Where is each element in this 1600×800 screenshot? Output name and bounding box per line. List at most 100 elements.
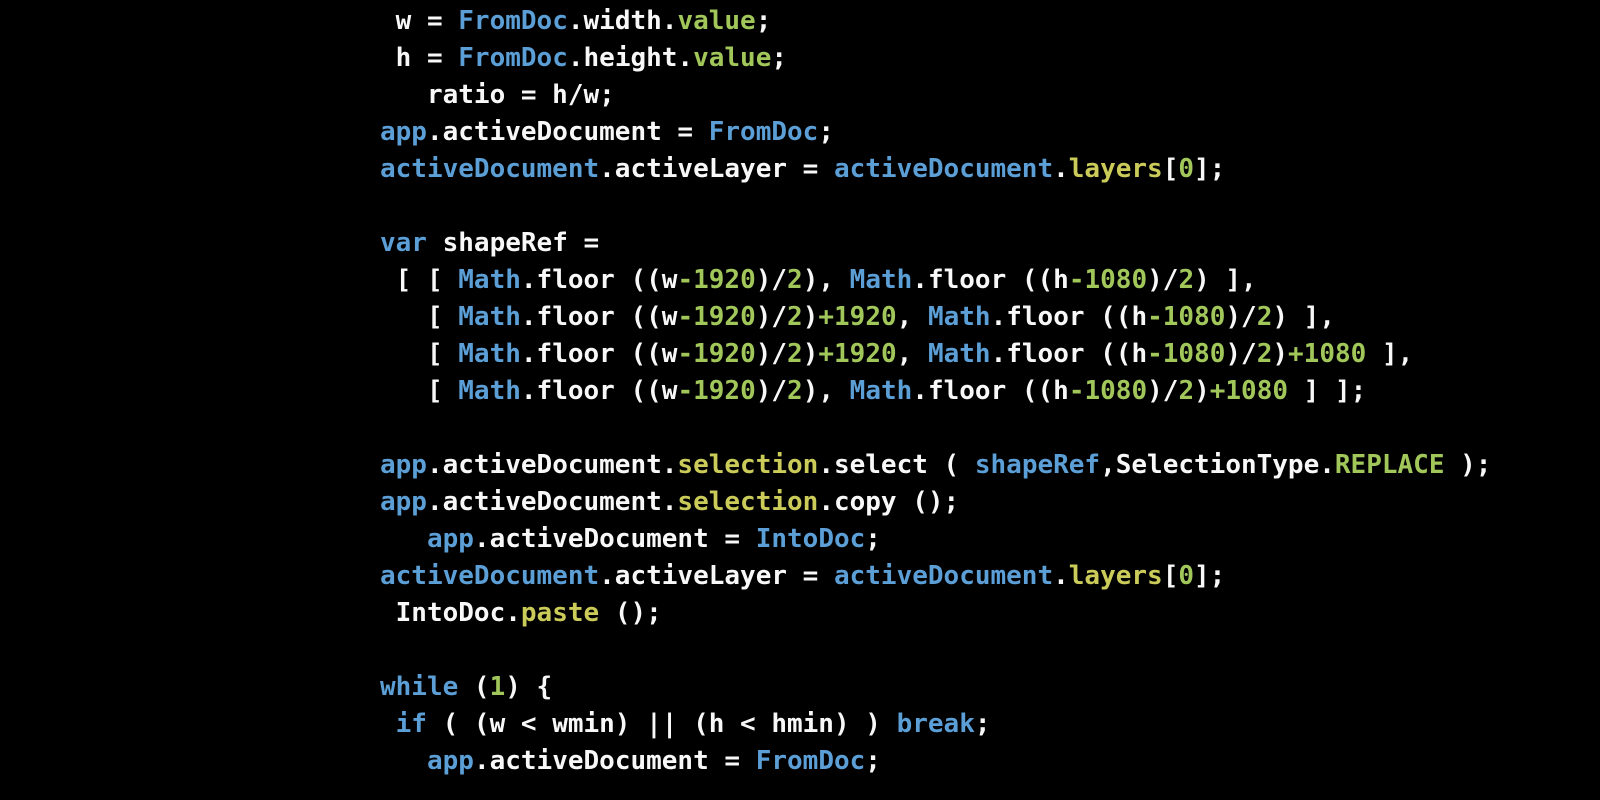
code-token: -1920: [677, 265, 756, 295]
code-token: paste: [520, 598, 600, 628]
code-token: app: [380, 487, 427, 517]
code-token: activeDocument: [833, 561, 1054, 591]
code-token: .activeLayer =: [599, 154, 834, 184]
code-token: Math: [458, 302, 521, 332]
code-line: if ( (w < wmin) || (h < hmin) ) break;: [380, 706, 1491, 743]
code-token: activeDocument: [380, 561, 600, 591]
code-token: 2: [787, 302, 803, 332]
code-token: .activeLayer =: [599, 561, 834, 591]
code-token: )/: [1225, 339, 1257, 369]
code-token: IntoDoc: [755, 524, 866, 554]
code-token: .: [1053, 154, 1069, 184]
code-token: .floor ((h: [912, 376, 1069, 406]
code-token: .copy ();: [818, 487, 960, 517]
code-token: ratio = h/w;: [380, 80, 615, 110]
code-token: ): [1194, 376, 1210, 406]
code-token: ;: [865, 746, 881, 776]
code-token: Math: [458, 376, 521, 406]
code-token: Math: [927, 302, 991, 332]
code-token: [: [380, 339, 459, 369]
code-token: [380, 524, 427, 554]
code-token: 1: [489, 672, 506, 702]
code-token: 2: [1178, 376, 1195, 406]
code-token: 2: [1178, 265, 1195, 295]
code-line: app.activeDocument.selection.select ( sh…: [380, 447, 1491, 484]
code-token: Math: [849, 376, 913, 406]
code-token: ;: [771, 43, 788, 73]
code-token: )/: [1147, 376, 1179, 406]
code-token: activeDocument: [380, 154, 600, 184]
code-token: .activeDocument =: [426, 117, 709, 147]
code-token: .activeDocument =: [473, 524, 756, 554]
code-token: )/: [755, 376, 788, 406]
code-token: +1920: [818, 339, 897, 369]
code-token: (: [458, 672, 490, 702]
code-token: )/: [755, 339, 788, 369]
code-token: 0: [1178, 561, 1195, 591]
code-token: ],: [1366, 339, 1414, 369]
code-token: .activeDocument.: [426, 487, 678, 517]
code-token: .: [1053, 561, 1069, 591]
code-token: -1080: [1068, 265, 1148, 295]
code-token: .floor ((h: [990, 339, 1148, 369]
code-line: [380, 188, 1491, 225]
code-token: .height.: [567, 43, 694, 73]
code-token: -1080: [1068, 376, 1148, 406]
code-token: 0: [1178, 154, 1195, 184]
code-token: ): [1272, 339, 1289, 369]
code-token: )/: [755, 265, 788, 295]
code-token: h =: [380, 43, 459, 73]
code-line: app.activeDocument = FromDoc;: [380, 743, 1491, 780]
code-token: [380, 709, 396, 739]
code-block: w = FromDoc.width.value; h = FromDoc.hei…: [380, 3, 1491, 780]
code-token: 2: [787, 376, 803, 406]
code-token: .floor ((h: [912, 265, 1069, 295]
code-token: ( (w < wmin) || (h < hmin) ): [426, 709, 897, 739]
code-token: [380, 746, 427, 776]
code-token: FromDoc: [755, 746, 866, 776]
code-token: )/: [1147, 265, 1179, 295]
code-token: ): [802, 302, 819, 332]
code-token: IntoDoc.: [380, 598, 521, 628]
code-line: activeDocument.activeLayer = activeDocum…: [380, 151, 1491, 188]
code-token: app: [380, 117, 427, 147]
code-token: FromDoc: [458, 6, 568, 36]
code-line: [380, 632, 1491, 669]
code-token: .floor ((w: [520, 339, 678, 369]
code-line: ratio = h/w;: [380, 77, 1491, 114]
code-token: value: [677, 6, 756, 36]
code-token: )/: [755, 302, 788, 332]
code-token: .floor ((w: [520, 302, 678, 332]
code-token: .activeDocument =: [473, 746, 756, 776]
code-token: selection: [677, 450, 819, 480]
code-line: app.activeDocument = FromDoc;: [380, 114, 1491, 151]
code-token: .floor ((h: [990, 302, 1148, 332]
code-token: ) ],: [1272, 302, 1335, 332]
code-line: w = FromDoc.width.value;: [380, 3, 1491, 40]
code-line: [380, 410, 1491, 447]
code-token: ),: [802, 265, 850, 295]
code-line: activeDocument.activeLayer = activeDocum…: [380, 558, 1491, 595]
code-token: Math: [458, 265, 521, 295]
code-token: layers: [1068, 154, 1163, 184]
code-token: var: [380, 228, 427, 258]
code-token: ;: [818, 117, 834, 147]
code-token: -1920: [677, 376, 756, 406]
code-token: ] ];: [1288, 376, 1367, 406]
code-token: ];: [1194, 154, 1226, 184]
code-token: ,SelectionType.: [1100, 450, 1335, 480]
code-token: app: [426, 746, 474, 776]
code-token: app: [426, 524, 474, 554]
code-token: ) ],: [1194, 265, 1257, 295]
code-token: +1080: [1209, 376, 1289, 406]
code-token: -1080: [1147, 302, 1226, 332]
code-token: .width.: [567, 6, 678, 36]
code-token: Math: [849, 265, 913, 295]
code-line: IntoDoc.paste ();: [380, 595, 1491, 632]
code-token: 2: [787, 339, 803, 369]
code-token: w =: [380, 6, 459, 36]
code-token: selection: [677, 487, 819, 517]
code-token: while: [380, 672, 459, 702]
code-line: [ [ Math.floor ((w-1920)/2), Math.floor …: [380, 262, 1491, 299]
code-token: ];: [1194, 561, 1226, 591]
